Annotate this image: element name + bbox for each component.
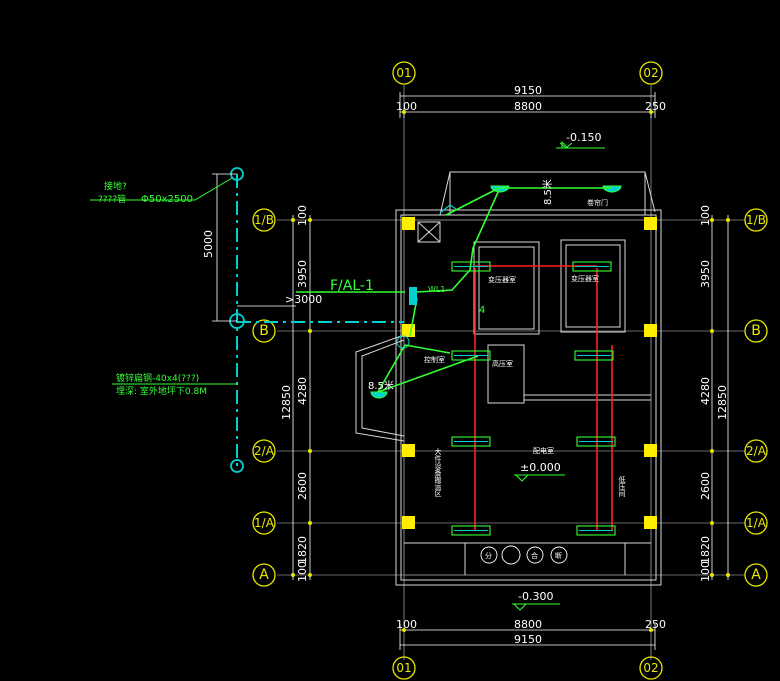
axis-label-left-1a: 1/A <box>254 516 275 530</box>
button-label-3[interactable]: 断 <box>555 551 562 560</box>
dim-right-total: 12850 <box>716 385 729 420</box>
wiring <box>296 187 612 393</box>
switch-symbol <box>439 204 457 214</box>
dim-right-3950: 3950 <box>699 260 712 288</box>
grid-lines <box>277 85 745 660</box>
light-fixtures <box>451 261 616 536</box>
axis-label-bottom-02: 02 <box>643 661 658 675</box>
dim-left-total: 12850 <box>280 385 293 420</box>
columns <box>402 217 657 529</box>
dim-left-4280: 4280 <box>296 377 309 405</box>
button-label-2[interactable]: 合 <box>531 551 538 560</box>
room-label-4: 高压室 <box>492 359 513 368</box>
bottom-dimensions <box>399 624 656 650</box>
note-ground-rod-2: ????管 <box>98 193 126 205</box>
dim-left-3950: 3950 <box>296 260 309 288</box>
distribution-panel[interactable] <box>409 287 417 305</box>
panel-code: WL1 <box>428 285 445 294</box>
dim-top-total: 9150 <box>514 84 542 97</box>
dim-bottom-left-offset: 100 <box>396 618 417 631</box>
dimension-ticks <box>291 110 730 632</box>
dim-left-2600: 2600 <box>296 472 309 500</box>
cable-trays <box>474 265 613 530</box>
axis-label-right-1b: 1/B <box>746 213 766 227</box>
dim-bottom-inner: 8800 <box>514 618 542 631</box>
axis-label-left-b: B <box>259 323 269 339</box>
axis-label-right-a: A <box>751 567 761 583</box>
height-left: 8.5米 <box>368 379 394 392</box>
panel-label: F/AL-1 <box>330 278 374 294</box>
axis-label-right-1a: 1/A <box>746 516 767 530</box>
dim-left-top-100: 100 <box>296 205 309 226</box>
room-label-3: 控制室 <box>424 355 445 364</box>
room-label-2: 变压器室 <box>571 274 599 283</box>
dim-right-bot-100: 100 <box>699 561 712 582</box>
note-ground-rod-spec: Φ50x2500 <box>141 194 193 205</box>
axis-label-top-02: 02 <box>643 66 658 80</box>
axis-label-right-2a: 2/A <box>746 444 767 458</box>
level-marks <box>512 140 605 611</box>
dim-left-bot-100: 100 <box>296 561 309 582</box>
axis-label-right-b: B <box>751 323 761 339</box>
building-walls <box>355 171 662 586</box>
note-ground-rod-1: 接地? <box>104 180 127 192</box>
ground-dim-3000: >3000 <box>285 293 322 306</box>
ground-dimension <box>212 173 296 322</box>
ground-dim-5000: 5000 <box>202 230 215 258</box>
dim-bottom-total: 9150 <box>514 633 542 646</box>
dim-left-1820: 1820 <box>296 536 309 564</box>
dim-right-2600: 2600 <box>699 472 712 500</box>
dim-bottom-right-offset: 250 <box>645 618 666 631</box>
level-bottom: -0.300 <box>518 590 553 603</box>
control-buttons <box>480 545 568 565</box>
level-floor: ±0.000 <box>520 461 561 474</box>
axis-label-left-1b: 1/B <box>254 213 274 227</box>
room-vertical-right: 低压间 <box>618 475 626 498</box>
axis-label-bottom-01: 01 <box>396 661 411 675</box>
dim-right-4280: 4280 <box>699 377 712 405</box>
axis-label-top-01: 01 <box>396 66 411 80</box>
grounding-system <box>236 174 404 466</box>
axis-label-left-2a: 2/A <box>254 444 275 458</box>
note-flat-steel: 镀锌扁钢-40x4(???) <box>116 372 199 384</box>
room-label-1: 变压器室 <box>488 275 516 284</box>
room-vertical-left: 大件设备搬运区 <box>434 447 442 497</box>
axis-label-left-a: A <box>259 567 269 583</box>
dim-top-left-offset: 100 <box>396 100 417 113</box>
room-label-5: 配电室 <box>533 446 554 455</box>
wire-count: 4 <box>479 305 485 316</box>
dim-right-1820: 1820 <box>699 536 712 564</box>
axis-bubbles <box>252 61 768 680</box>
level-top: -0.150 <box>566 131 601 144</box>
button-label-1[interactable]: 分 <box>485 551 492 560</box>
dim-top-inner: 8800 <box>514 100 542 113</box>
right-dimensions <box>711 215 729 580</box>
door-label: 卷帘门 <box>587 198 608 207</box>
note-burial: 埋深: 室外地坪下0.8M <box>116 385 207 397</box>
ground-rod-leader <box>90 177 233 201</box>
dim-right-top-100: 100 <box>699 205 712 226</box>
left-dimensions <box>292 215 311 580</box>
dim-top-right-offset: 250 <box>645 100 666 113</box>
height-top: 8.5米 <box>541 179 554 205</box>
